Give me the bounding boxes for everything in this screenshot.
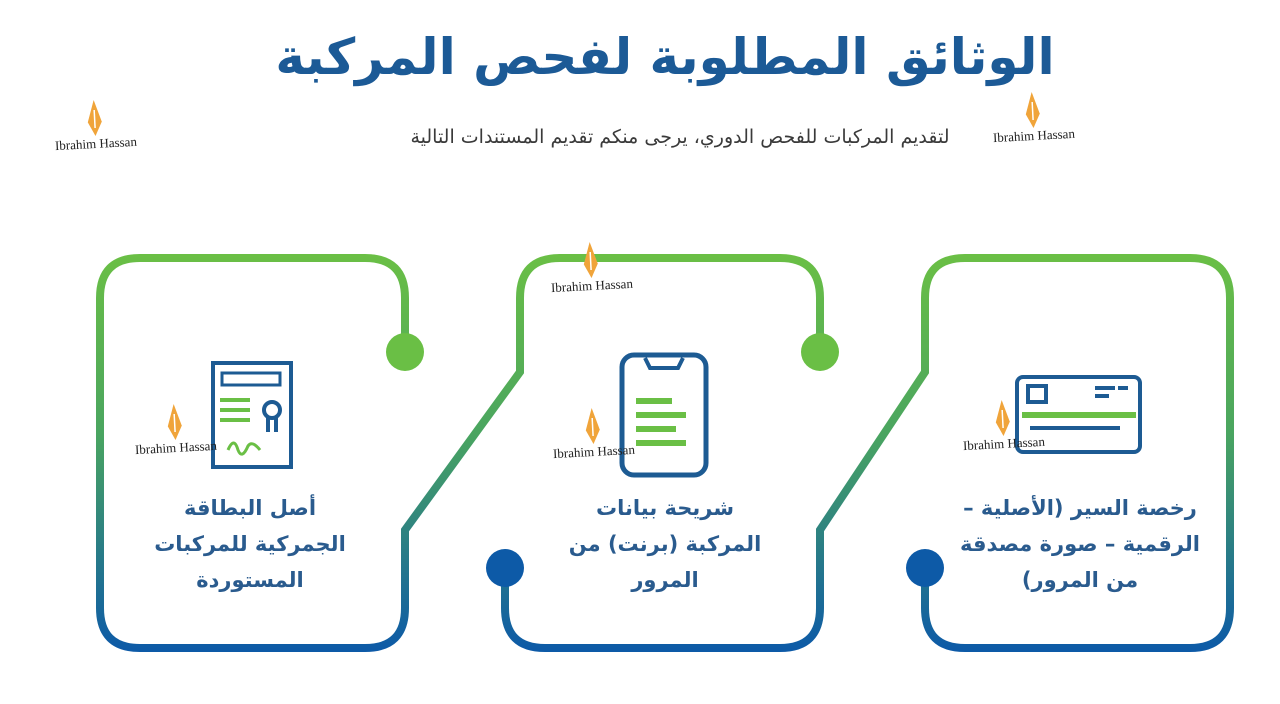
page-subtitle: لتقديم المركبات للفحص الدوري، يرجى منكم … [410, 126, 950, 148]
pen-nib-icon [995, 400, 1010, 436]
vehicle-license-card-icon [1015, 375, 1142, 454]
card-border-data-sheet [556, 254, 824, 356]
watermark-text: Ibrahim Hassan [992, 125, 1076, 146]
watermark-text: Ibrahim Hassan [962, 433, 1046, 454]
pen-nib-icon [585, 408, 600, 444]
watermark: Ibrahim Hassan [537, 405, 650, 463]
mobile-data-printout-icon [619, 352, 709, 478]
watermark: Ibrahim Hassan [39, 97, 152, 155]
customs-document-icon [211, 361, 293, 469]
card-border-customs [96, 254, 564, 652]
pen-nib-icon [87, 100, 102, 136]
watermark-text: Ibrahim Hassan [552, 441, 636, 462]
card-text-data-sheet: شريحة بيانات المركبة (برنت) من المرور [568, 496, 762, 592]
card-text-customs-card: أصل البطاقة الجمركية للمركبات المستوردة [154, 496, 346, 592]
page-title: الوثائق المطلوبة لفحص المركبة [275, 28, 1055, 86]
connector-dot [386, 333, 424, 371]
connector-dot [906, 549, 944, 587]
watermark-text: Ibrahim Hassan [54, 133, 138, 154]
watermark-text: Ibrahim Hassan [550, 275, 634, 296]
watermark: Ibrahim Hassan [535, 239, 648, 297]
pen-nib-icon [1025, 92, 1040, 128]
card-text-vehicle-license: رخصة السير (الأصلية – الرقمية – صورة مصد… [960, 496, 1200, 592]
pen-nib-icon [583, 242, 598, 278]
connector-dot [486, 549, 524, 587]
connector-dot [801, 333, 839, 371]
watermark: Ibrahim Hassan [977, 89, 1090, 147]
watermark: Ibrahim Hassan [119, 401, 232, 459]
watermark: Ibrahim Hassan [947, 397, 1060, 455]
pen-nib-icon [167, 404, 182, 440]
watermark-text: Ibrahim Hassan [134, 437, 218, 458]
